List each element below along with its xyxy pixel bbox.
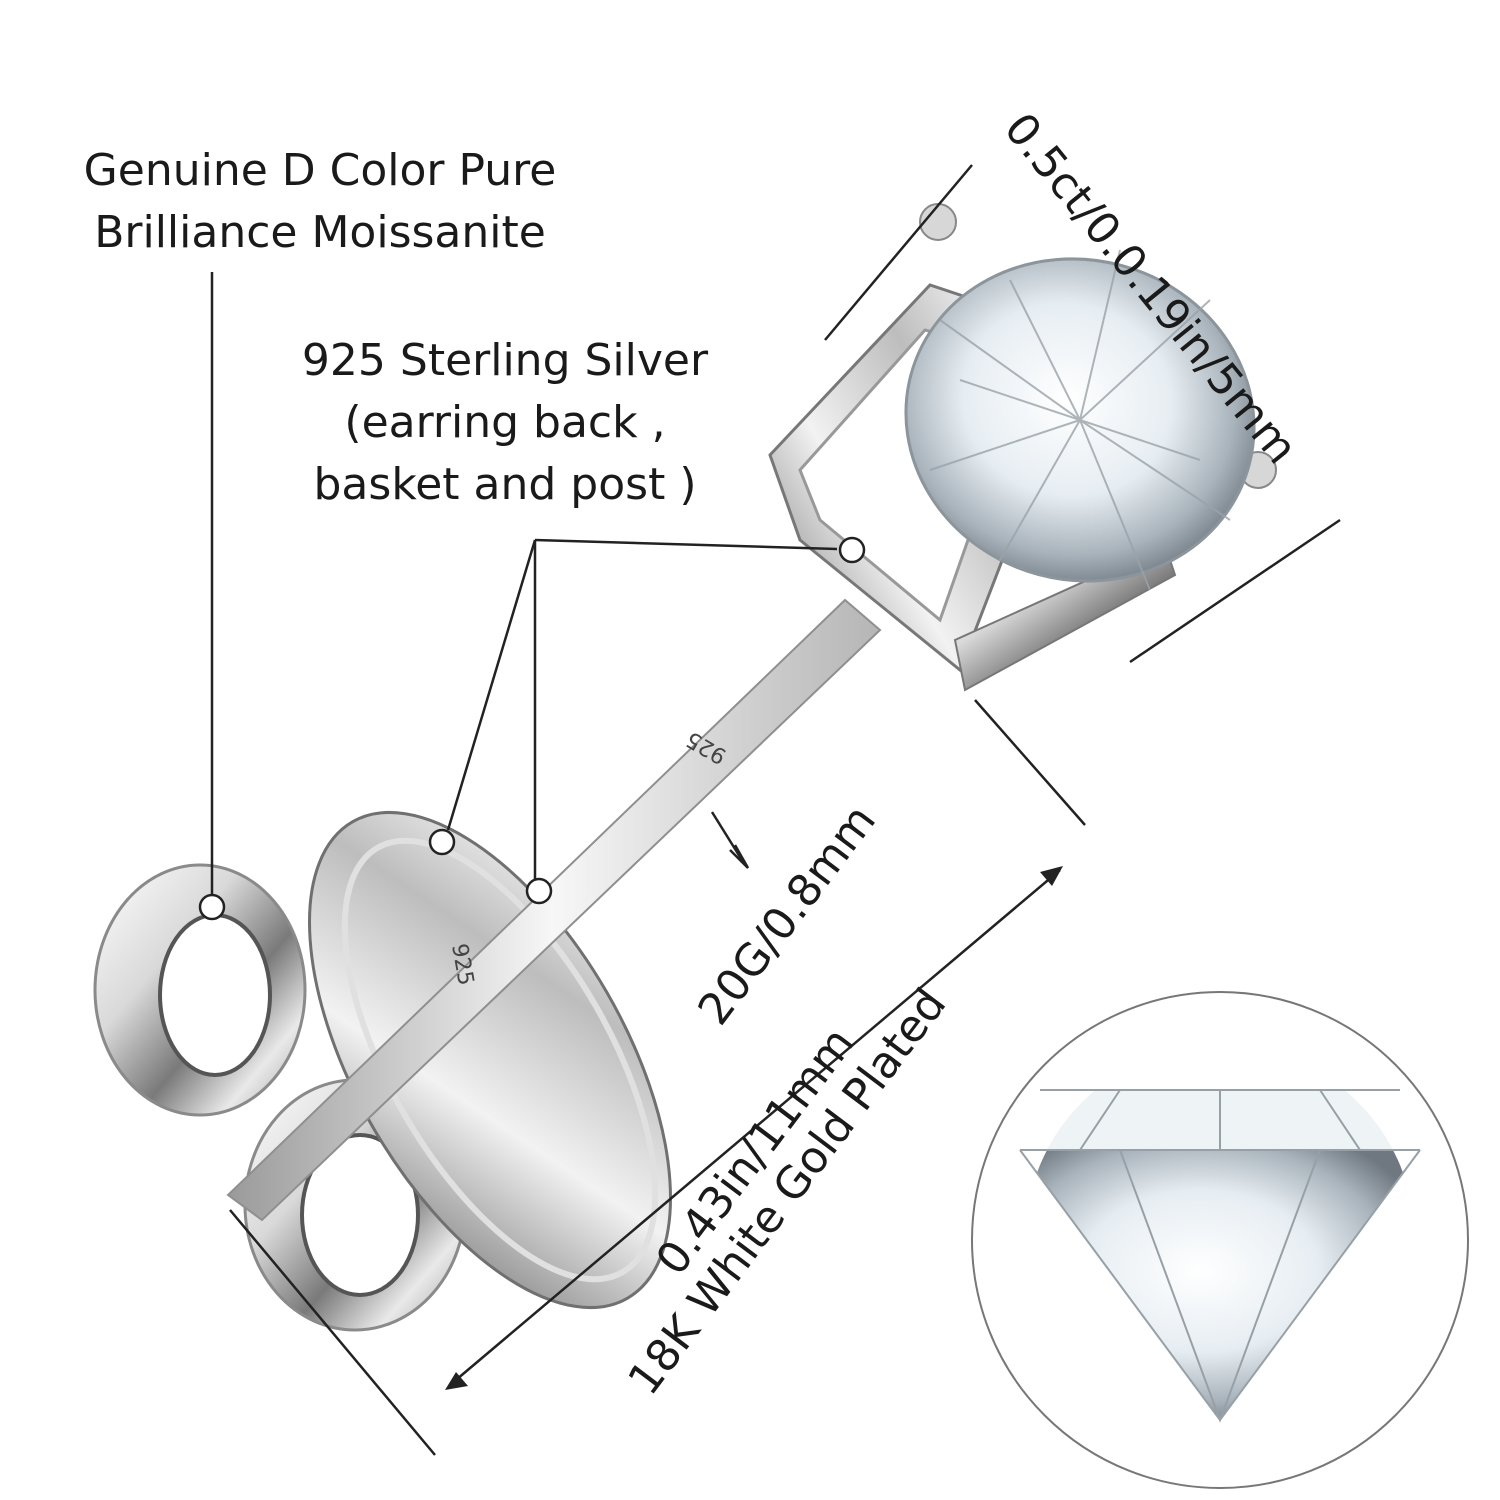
moissanite-stone xyxy=(904,249,1256,591)
loose-stone-closeup xyxy=(971,991,1469,1489)
dimension-arrowheads xyxy=(445,866,1063,1390)
earring-post xyxy=(226,598,882,1222)
silver-line-2: (earring back , xyxy=(344,397,666,448)
stone-description: Genuine D Color Pure Brilliance Moissani… xyxy=(30,140,610,264)
stone-line-1: Genuine D Color Pure xyxy=(83,145,557,196)
leader-dots xyxy=(198,536,866,921)
earring-back-disc xyxy=(308,810,672,1310)
leader-lines xyxy=(210,272,838,895)
silver-line-1: 925 Sterling Silver xyxy=(301,335,709,386)
dimension-lines xyxy=(229,164,1341,1456)
stone-line-2: Brilliance Moissanite xyxy=(94,207,546,258)
silver-description: 925 Sterling Silver (earring back , bask… xyxy=(255,330,755,516)
silver-line-3: basket and post ) xyxy=(313,459,697,510)
